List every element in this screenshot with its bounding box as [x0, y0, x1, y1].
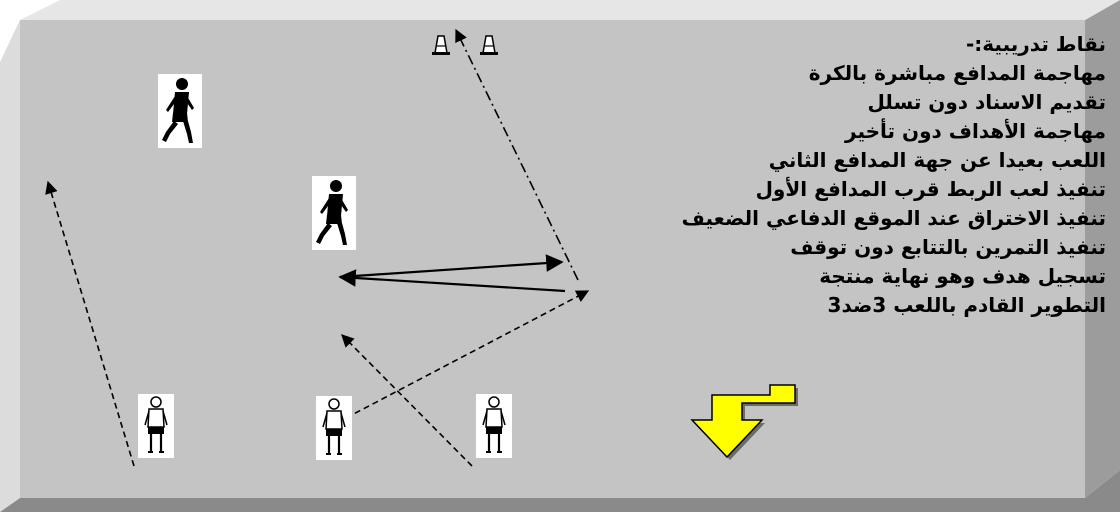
running-player-icon — [158, 74, 202, 148]
training-point: اللعب بعيدا عن جهة المدافع الثاني — [768, 148, 1106, 172]
training-point: مهاجمة المدافع مباشرة بالكرة — [808, 61, 1106, 85]
dashed-run-line-right — [341, 334, 473, 467]
training-point: تنفيذ الاختراق عند الموقع الدفاعي الضعيف — [681, 206, 1106, 230]
dash-dot-run-line — [455, 28, 579, 281]
training-point: تنفيذ التمرين بالتتابع دون توقف — [790, 235, 1106, 259]
training-points: نقاط تدريبية:- مهاجمة المدافع مباشرة بال… — [546, 30, 1106, 320]
standing-player-icon — [136, 392, 176, 460]
pass-line — [338, 269, 566, 293]
training-point: مهاجمة الأهداف دون تأخير — [845, 119, 1106, 143]
running-player-icon — [312, 176, 356, 250]
training-points-heading: نقاط تدريبية:- — [966, 32, 1106, 56]
down-arrow-icon — [690, 384, 796, 459]
board-right-bevel — [1085, 0, 1120, 498]
training-point: تقديم الاسناد دون تسلل — [867, 90, 1106, 114]
pass-line — [339, 254, 564, 279]
training-point: تسجيل هدف وهو نهاية منتجة — [819, 264, 1106, 288]
board-bottom-bevel — [0, 470, 1120, 512]
board-top-bevel — [20, 0, 1120, 20]
board-left-bevel — [0, 20, 20, 512]
standing-player-icon — [314, 394, 354, 462]
standing-player-icon — [474, 392, 514, 460]
dashed-run-line-center — [345, 290, 590, 419]
training-point: تنفيذ لعب الربط قرب المدافع الأول — [755, 177, 1106, 201]
training-point: التطوير القادم باللعب 3ضد3 — [827, 293, 1106, 317]
